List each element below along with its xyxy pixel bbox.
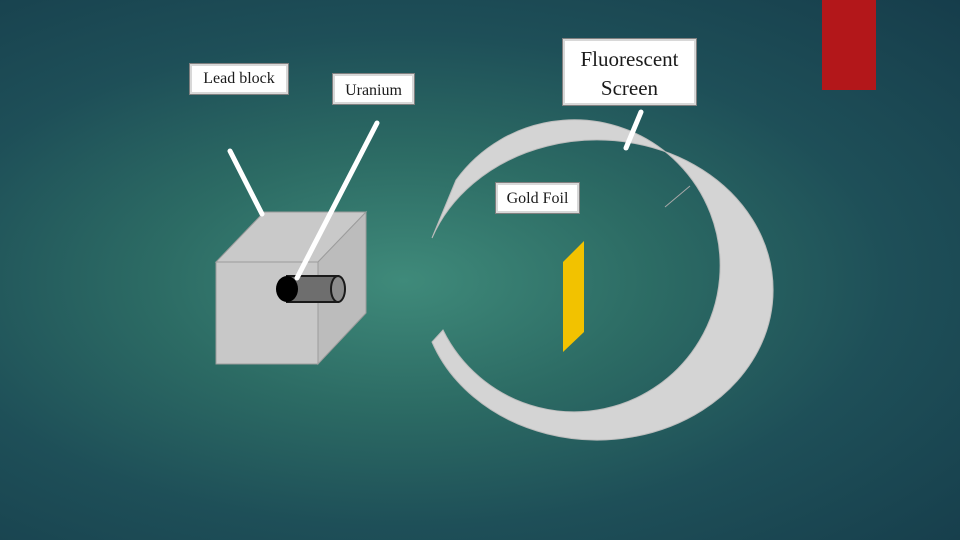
uranium-label: Uranium (332, 73, 415, 105)
fluorescent-screen-label: Fluorescent Screen (562, 38, 697, 106)
gold-foil-label: Gold Foil (495, 182, 580, 214)
gold-foil-sheet (563, 241, 584, 352)
tube-end (330, 275, 346, 303)
lead-block-label: Lead block (189, 63, 289, 95)
fluorescent-screen-ring (431, 119, 774, 441)
accent-bar (822, 0, 876, 90)
uranium-source-tube (276, 275, 346, 303)
fluorescent-screen-pointer (623, 109, 644, 151)
fluorescent-screen-label-text: Fluorescent Screen (580, 47, 679, 100)
screen-segment-line (664, 185, 691, 208)
tube-opening (276, 276, 298, 302)
uranium-pointer (294, 120, 380, 281)
lead-block-pointer (227, 148, 265, 217)
